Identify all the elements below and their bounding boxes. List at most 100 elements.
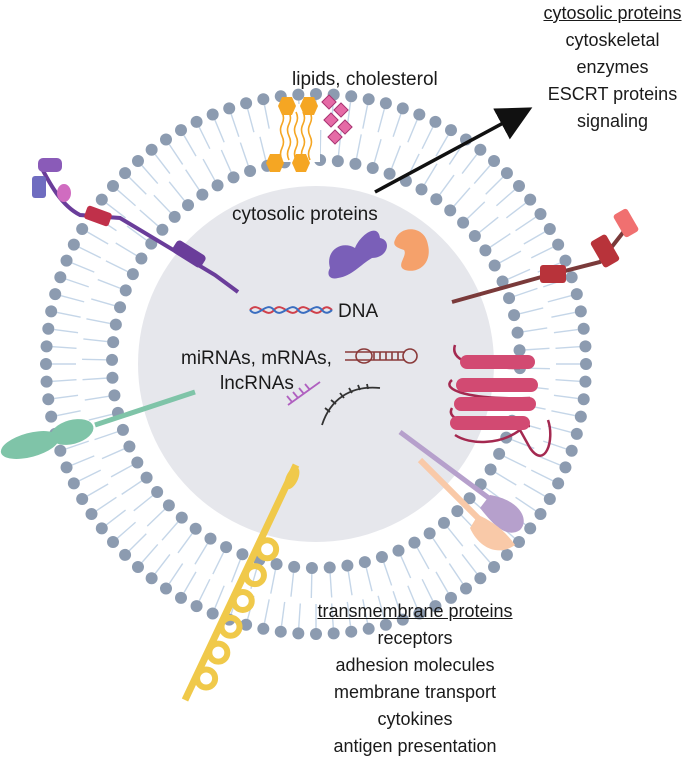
inner-lipid-head: [451, 505, 463, 517]
cytosolic-proteins-list: cytosolic proteins cytoskeletal enzymes …: [530, 0, 695, 135]
lipid-tail: [393, 114, 401, 137]
lipid-tail: [425, 164, 437, 185]
outer-lipid-head: [501, 167, 513, 179]
inner-lipid-head: [457, 217, 469, 229]
lipid-tail: [129, 177, 146, 194]
outer-lipid-head: [566, 271, 578, 283]
inner-lipid-head: [204, 533, 216, 545]
lipid-tail: [538, 456, 560, 465]
lipid-tail: [87, 232, 108, 244]
lipid-tail: [422, 127, 433, 149]
outer-lipid-head: [76, 493, 88, 505]
chain-loop: [197, 670, 215, 688]
lipid-tail: [515, 288, 538, 296]
lipid-tail: [154, 195, 171, 212]
inner-lipid-head: [182, 199, 194, 211]
lipid-tail: [555, 380, 579, 382]
transmembrane-proteins-heading: transmembrane proteins: [290, 598, 540, 625]
lipid-tail: [260, 137, 266, 160]
dna-label: DNA: [338, 302, 378, 321]
lipid-tail: [178, 534, 192, 553]
outer-lipid-head: [68, 239, 80, 251]
inner-lipid-head: [151, 486, 163, 498]
inner-lipid-head: [127, 268, 139, 280]
inner-lipid-head: [359, 556, 371, 568]
inner-lipid-head: [156, 224, 168, 236]
transmembrane-proteins-item: membrane transport: [290, 679, 540, 706]
lipid-tail: [215, 586, 224, 608]
chain-loop: [258, 540, 276, 558]
lipid-tail: [271, 570, 276, 594]
inner-lipid-head: [424, 527, 436, 539]
inner-lipid-head: [493, 448, 505, 460]
outer-lipid-head: [132, 561, 144, 573]
inner-lipid-head: [479, 244, 491, 256]
outer-lipid-head: [42, 323, 54, 335]
lipid-tail: [392, 146, 401, 168]
inner-lipid-head: [135, 252, 147, 264]
lipid-tail: [363, 105, 368, 129]
inner-lipid-head: [444, 204, 456, 216]
outer-lipid-head: [501, 549, 513, 561]
lipid-tail: [462, 554, 477, 573]
outer-lipid-head: [552, 477, 564, 489]
lipid-tail: [548, 296, 571, 302]
chain-loop: [209, 644, 227, 662]
outer-lipid-head: [275, 626, 287, 638]
outer-lipid-head: [571, 428, 583, 440]
outer-lipid-head: [513, 180, 525, 192]
inner-lipid-head: [469, 230, 481, 242]
outer-lipid-head: [534, 208, 546, 220]
inner-lipid-head: [376, 551, 388, 563]
outer-lipid-head: [76, 223, 88, 235]
inner-lipid-head: [489, 260, 501, 272]
inner-lipid-head: [430, 193, 442, 205]
transmembrane-proteins-list: transmembrane proteins receptors adhesio…: [290, 598, 540, 760]
lipid-tail: [524, 484, 545, 496]
lipid-tail: [66, 279, 89, 287]
outer-lipid-head: [86, 508, 98, 520]
outer-lipid-head: [544, 223, 556, 235]
lipid-tail: [401, 556, 411, 578]
outer-lipid-head: [292, 89, 304, 101]
lipid-tail: [54, 395, 78, 398]
inner-lipid-head: [176, 512, 188, 524]
lipid-tail: [291, 573, 294, 597]
inner-lipid-head: [306, 562, 318, 574]
multipass-receptor: [449, 345, 550, 456]
lipid-tail: [462, 155, 477, 174]
lipid-tail: [57, 312, 81, 317]
lipid-tail: [264, 105, 269, 129]
lipid-tail: [555, 347, 579, 349]
lipid-tail: [523, 328, 547, 332]
inner-lipid-head: [367, 162, 379, 174]
lipid-tail: [184, 135, 196, 156]
outer-lipid-head: [107, 180, 119, 192]
inner-lipid-head: [120, 284, 132, 296]
lipid-tail: [467, 202, 484, 219]
lipid-tail: [169, 144, 182, 164]
outer-lipid-head: [240, 97, 252, 109]
inner-lipid-head: [108, 389, 120, 401]
lipid-tail: [348, 571, 352, 595]
lipid-tail: [85, 396, 109, 400]
lipid-tail: [486, 177, 503, 194]
lipid-tail: [184, 572, 196, 593]
lipid-tail: [107, 510, 126, 525]
inner-lipid-head: [228, 171, 240, 183]
lipid-tail: [374, 139, 381, 162]
outer-lipid-head: [559, 461, 571, 473]
inner-lipid-head: [110, 319, 122, 331]
lipid-tail: [169, 182, 184, 201]
outer-lipid-head: [534, 508, 546, 520]
inner-lipid-head: [512, 327, 524, 339]
inner-lipid-head: [485, 464, 497, 476]
lipid-tail: [500, 251, 521, 263]
lipid-tail: [106, 261, 128, 272]
lipid-tail: [231, 114, 239, 137]
outer-lipid-head: [474, 144, 486, 156]
lipid-tail: [87, 484, 108, 496]
outer-lipid-head: [580, 358, 592, 370]
lipid-tail: [531, 247, 553, 258]
outer-lipid-head: [54, 445, 66, 457]
